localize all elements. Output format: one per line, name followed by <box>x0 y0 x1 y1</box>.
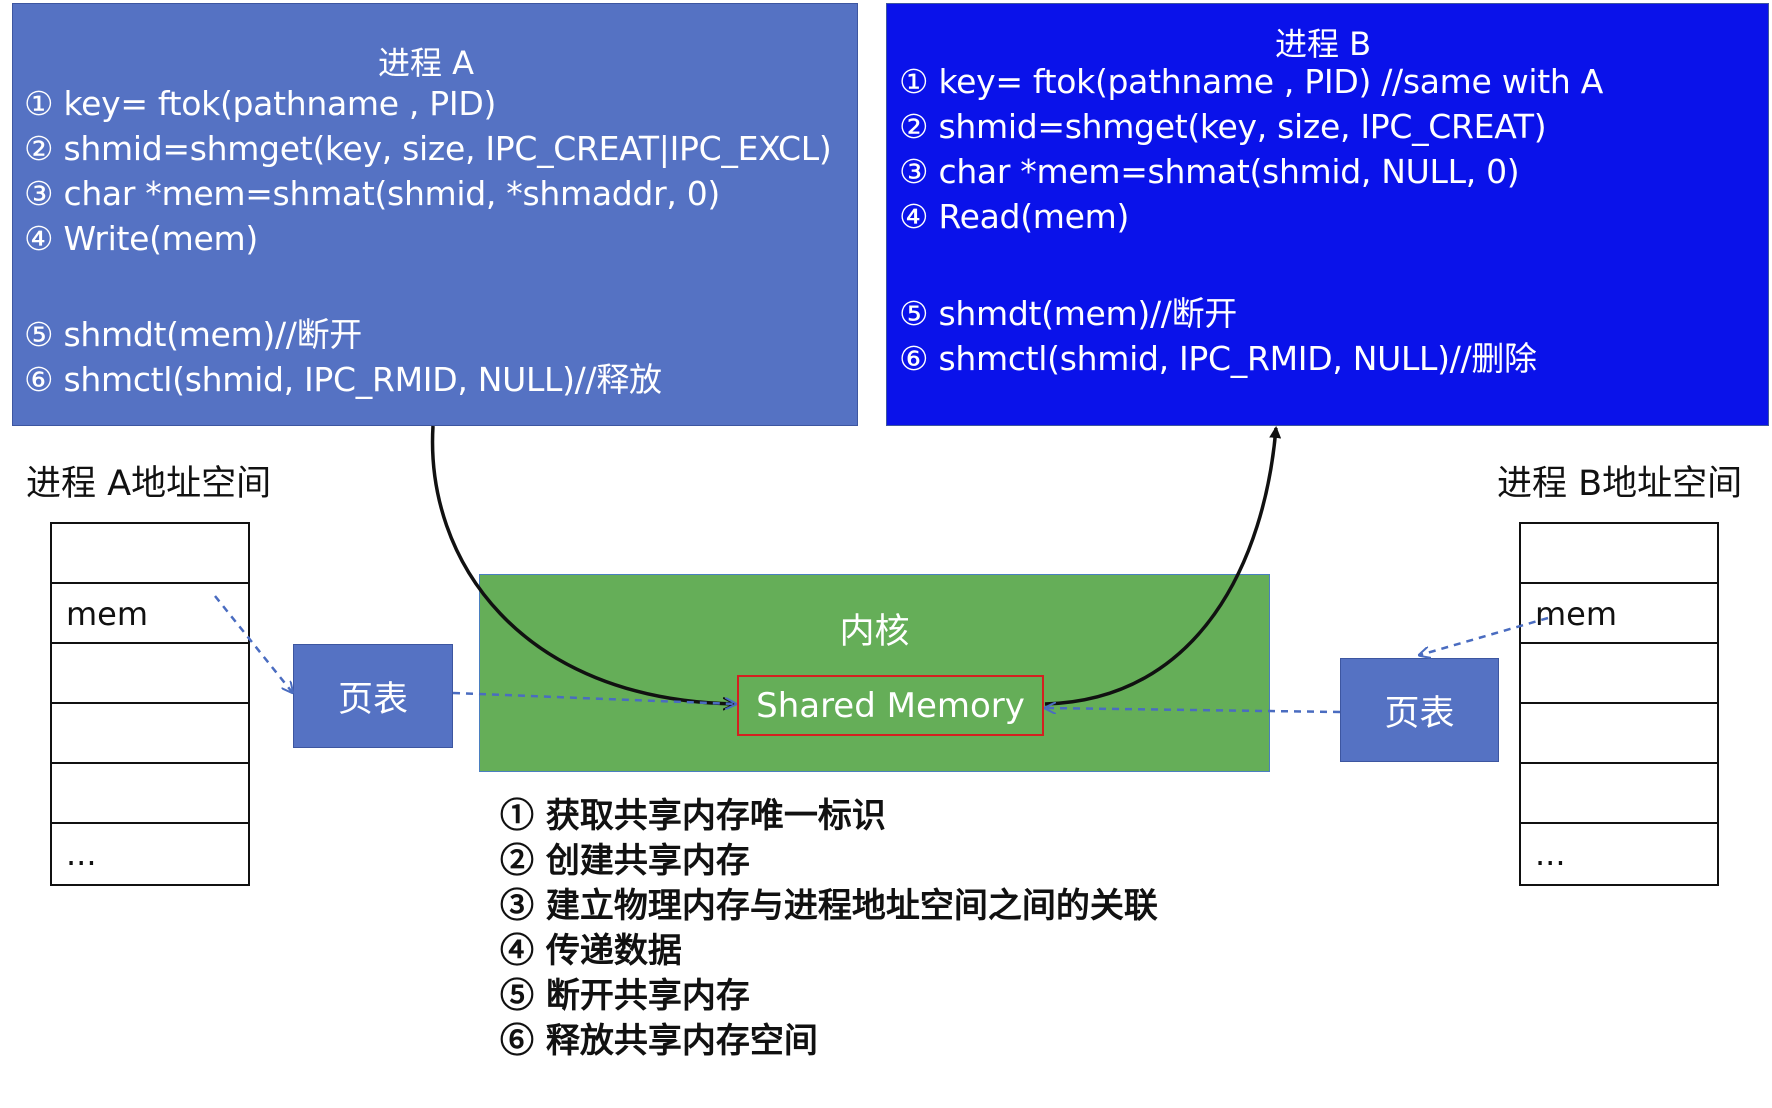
address-space-b-cell <box>1521 764 1717 824</box>
page-table-a-label: 页表 <box>337 679 408 720</box>
legend-step-3: ③ 建立物理内存与进程地址空间之间的关联 <box>500 886 1158 926</box>
process-a-to-shared-memory-arrow <box>430 425 735 704</box>
kernel-label: 内核 <box>839 612 910 652</box>
mem-a-to-page-table-a-arrow <box>214 595 292 692</box>
address-space-b-cell-ellipsis: ... <box>1535 835 1566 873</box>
process-b-title: 进程 B <box>1275 25 1372 63</box>
legend-step-1: ① 获取共享内存唯一标识 <box>500 796 886 836</box>
process-a-box: 进程 A ① key= ftok(pathname , PID) ② shmid… <box>12 3 858 426</box>
address-space-a-cell <box>52 764 248 824</box>
mem-b-to-page-table-b-arrow <box>1420 616 1549 655</box>
address-space-b-cell <box>1521 524 1717 584</box>
process-a-step-5: ⑤ shmdt(mem)//断开 <box>24 315 362 354</box>
address-space-a-cell-ellipsis: ... <box>66 835 97 873</box>
legend-step-6: ⑥ 释放共享内存空间 <box>500 1021 818 1061</box>
address-space-a-cell <box>52 704 248 764</box>
legend-step-2: ② 创建共享内存 <box>500 841 750 881</box>
process-a-step-4: ④ Write(mem) <box>24 219 258 258</box>
address-space-b-cell <box>1521 704 1717 764</box>
page-table-b-label: 页表 <box>1384 693 1455 734</box>
process-b-step-3: ③ char *mem=shmat(shmid, NULL, 0) <box>899 152 1520 191</box>
process-a-step-1: ① key= ftok(pathname , PID) <box>24 84 497 123</box>
page-table-b-to-shared-memory-arrow <box>1046 708 1341 712</box>
shared-memory-to-process-b-arrow <box>1044 426 1282 706</box>
process-b-step-2: ② shmid=shmget(key, size, IPC_CREAT) <box>899 107 1547 146</box>
kernel-box: 内核 <box>479 574 1270 772</box>
process-a-step-2: ② shmid=shmget(key, size, IPC_CREAT|IPC_… <box>24 129 832 168</box>
address-space-a-table: mem ... <box>50 522 250 886</box>
address-space-b-table: mem ... <box>1519 522 1719 886</box>
address-space-b-cell-mem: mem <box>1521 584 1717 644</box>
legend-step-5: ⑤ 断开共享内存 <box>500 976 750 1016</box>
address-space-a-cell-mem: mem <box>52 584 248 644</box>
process-b-step-5: ⑤ shmdt(mem)//断开 <box>899 294 1237 333</box>
process-a-title: 进程 A <box>378 44 475 82</box>
address-space-b-cell <box>1521 644 1717 704</box>
legend-step-4: ④ 传递数据 <box>500 931 682 971</box>
process-b-step-6: ⑥ shmctl(shmid, IPC_RMID, NULL)//删除 <box>899 339 1537 378</box>
page-table-a: 页表 <box>293 644 453 748</box>
shared-memory-label: Shared Memory <box>756 685 1025 726</box>
process-b-step-1: ① key= ftok(pathname , PID) //same with … <box>899 62 1603 101</box>
address-space-a-cell <box>52 524 248 584</box>
page-table-a-to-shared-memory-arrow <box>452 691 735 704</box>
process-a-step-3: ③ char *mem=shmat(shmid, *shmaddr, 0) <box>24 174 720 213</box>
shared-memory-box: Shared Memory <box>737 675 1044 736</box>
process-b-box: 进程 B ① key= ftok(pathname , PID) //same … <box>886 3 1769 426</box>
address-space-a-label: 进程 A地址空间 <box>26 464 272 504</box>
process-b-step-4: ④ Read(mem) <box>899 197 1130 236</box>
address-space-a-cell <box>52 644 248 704</box>
page-table-b: 页表 <box>1340 658 1499 762</box>
process-a-step-6: ⑥ shmctl(shmid, IPC_RMID, NULL)//释放 <box>24 360 662 399</box>
address-space-b-label: 进程 B地址空间 <box>1497 464 1743 504</box>
